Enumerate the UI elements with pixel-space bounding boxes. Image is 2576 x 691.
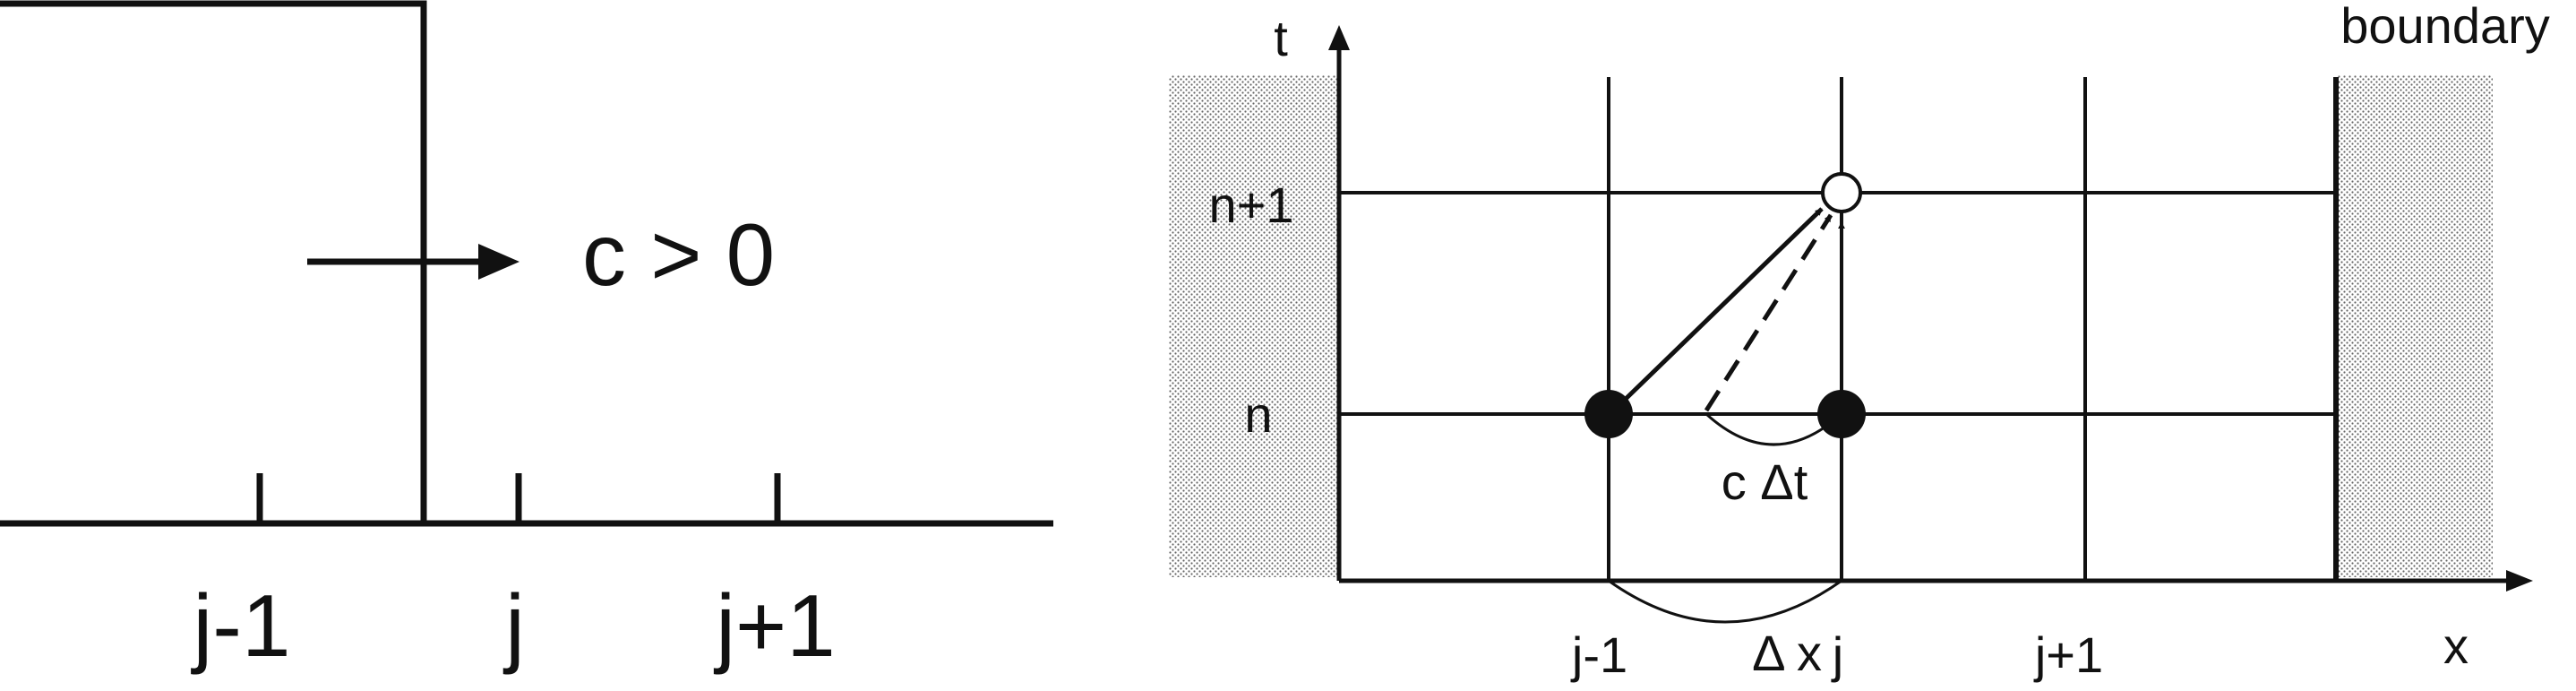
characteristic-arrow-solid [1623, 207, 1824, 402]
left-panel: c > 0 j-1 j j+1 [0, 0, 1053, 675]
right-boundary-region [2336, 75, 2493, 577]
space-label-j-1: j-1 [1570, 626, 1627, 683]
grid-point-j-n [1817, 390, 1866, 438]
t-axis-label: t [1274, 10, 1288, 66]
left-tick-label-j+1: j+1 [713, 576, 836, 675]
velocity-label: c > 0 [582, 205, 775, 304]
right-panel: t x boundary n+1 n Δ x j-1 j j+1 c Δt [1169, 0, 2550, 683]
boundary-label: boundary [2340, 0, 2550, 54]
grid-point-j-n-plus-1-open [1821, 172, 1862, 213]
grid-point-j-1-n [1584, 390, 1633, 438]
step-profile [0, 0, 427, 523]
time-label-n: n [1244, 386, 1272, 443]
velocity-arrow-head [478, 244, 519, 280]
space-label-j+1: j+1 [2033, 626, 2103, 683]
characteristic-arrow-dashed [1704, 213, 1833, 412]
left-boundary-region [1169, 75, 1339, 577]
cdt-label: c Δt [1722, 453, 1808, 510]
time-label-n-plus-1: n+1 [1209, 177, 1294, 233]
dx-arc [1608, 579, 1842, 624]
left-tick-label-j: j [502, 576, 525, 675]
dx-label: Δ x [1752, 625, 1822, 681]
x-axis-arrowhead [2506, 570, 2533, 592]
x-axis-label: x [2443, 618, 2469, 674]
left-tick-label-j-1: j-1 [191, 576, 291, 675]
space-label-j: j [1831, 626, 1843, 683]
t-axis-arrowhead [1328, 25, 1350, 50]
